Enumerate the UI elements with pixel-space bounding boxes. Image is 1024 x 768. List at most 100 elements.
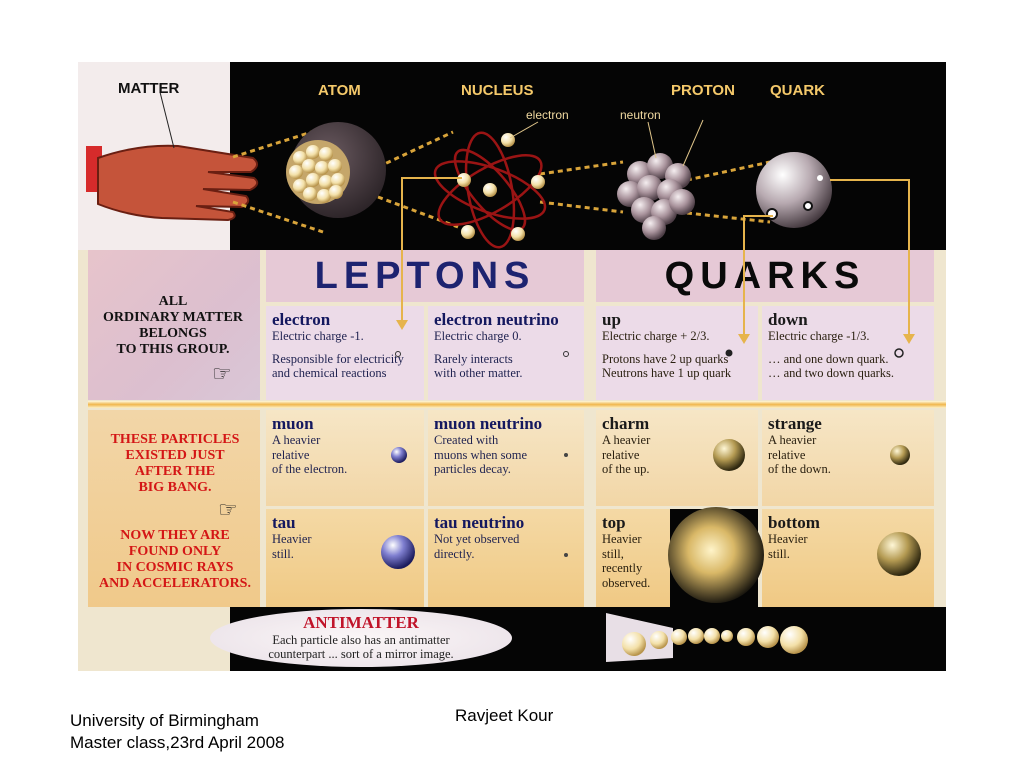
note-line: BELONGS bbox=[139, 326, 207, 341]
note-line: THESE PARTICLES bbox=[110, 432, 240, 447]
cell-tau-neutrino: tau neutrino Not yet observed directly. bbox=[428, 509, 584, 607]
atom-icon bbox=[286, 122, 386, 218]
note-line: ALL bbox=[158, 294, 188, 309]
particle-desc: observed. bbox=[602, 575, 651, 590]
particle-desc: relative bbox=[602, 447, 640, 462]
particle-desc: A heavier bbox=[272, 433, 321, 447]
particle-desc: Neutrons have 1 up quark bbox=[602, 366, 732, 380]
particle-desc: Not yet observed bbox=[434, 532, 520, 546]
particle-desc: of the electron. bbox=[272, 462, 348, 476]
particle-charge: Electric charge + 2/3. bbox=[602, 329, 710, 343]
particle-desc: A heavier bbox=[602, 433, 651, 447]
note-line: AFTER THE bbox=[134, 464, 216, 479]
particle-desc: still. bbox=[768, 546, 790, 561]
quarks-header: QUARKS bbox=[596, 250, 934, 302]
ordinary-matter-note: ALL ORDINARY MATTER BELONGS TO THIS GROU… bbox=[98, 294, 248, 358]
particle-charge: Electric charge 0. bbox=[434, 329, 522, 343]
pointing-hand-icon: ☞ bbox=[218, 497, 238, 522]
charge-markers bbox=[395, 348, 904, 358]
cell-strange: strange A heavier relative of the down. bbox=[762, 410, 934, 506]
zoom-lines bbox=[232, 128, 771, 234]
cell-down: down Electric charge -1/3. … and one dow… bbox=[762, 306, 934, 400]
quark-label: QUARK bbox=[770, 82, 825, 99]
antimatter-box: ANTIMATTER Each particle also has an ant… bbox=[210, 609, 512, 667]
nucleus-icon bbox=[433, 131, 547, 249]
connector-arrows bbox=[401, 177, 910, 338]
particle-name: up bbox=[602, 310, 621, 329]
proton-icon bbox=[617, 153, 695, 240]
electron-label: electron bbox=[526, 108, 569, 122]
footer-author: Ravjeet Kour bbox=[455, 706, 554, 725]
leptons-header: LEPTONS bbox=[266, 250, 584, 302]
particle-name: down bbox=[768, 310, 808, 329]
cell-muon-neutrino: muon neutrino Created with muons when so… bbox=[428, 410, 584, 506]
particle-name: strange bbox=[768, 414, 822, 433]
cosmic-rays-note: NOW THEY ARE FOUND ONLY IN COSMIC RAYS A… bbox=[90, 528, 260, 592]
particle-desc: Heavier bbox=[602, 532, 642, 546]
antimatter-title: ANTIMATTER bbox=[303, 613, 419, 632]
neutrino-dot-icon bbox=[564, 453, 568, 457]
particle-desc: and chemical reactions bbox=[272, 366, 387, 380]
particle-desc: Protons have 2 up quarks bbox=[602, 351, 729, 366]
particle-desc: … and one down quark. bbox=[768, 351, 889, 366]
particle-desc: with other matter. bbox=[434, 366, 523, 380]
strange-sphere-icon bbox=[890, 445, 910, 465]
particle-desc: relative bbox=[272, 447, 310, 462]
note-line: AND ACCELERATORS. bbox=[99, 576, 251, 591]
particle-desc: particles decay. bbox=[434, 462, 511, 476]
muon-sphere-icon bbox=[391, 447, 407, 463]
particle-name: muon neutrino bbox=[434, 414, 543, 433]
particle-desc: recently bbox=[602, 561, 643, 575]
footer-institution: University of Birmingham Master class,23… bbox=[70, 710, 285, 754]
note-line: ORDINARY MATTER bbox=[103, 310, 243, 325]
particle-desc: Heavier bbox=[768, 532, 808, 546]
left-panel-ordinary bbox=[88, 250, 260, 400]
particle-name: electron neutrino bbox=[434, 310, 559, 329]
bottom-sphere-icon bbox=[877, 532, 921, 576]
antimatter-line: Each particle also has an antimatter bbox=[272, 633, 450, 647]
particle-poster: LEPTONS QUARKS electron Electric charge … bbox=[78, 62, 946, 671]
section-divider bbox=[88, 401, 946, 408]
big-bang-note: THESE PARTICLES EXISTED JUST AFTER THE B… bbox=[90, 432, 260, 496]
particle-charge: Electric charge -1. bbox=[272, 329, 364, 343]
particle-desc: … and two down quarks. bbox=[768, 366, 895, 380]
charm-sphere-icon bbox=[713, 439, 745, 471]
particle-desc: of the up. bbox=[602, 462, 650, 476]
particle-desc: relative bbox=[768, 447, 806, 462]
note-line: BIG BANG. bbox=[138, 480, 212, 495]
cell-electron: electron Electric charge -1. Responsible… bbox=[266, 306, 424, 400]
cell-bottom: bottom Heavier still. bbox=[762, 509, 934, 607]
neutron-label: neutron bbox=[620, 108, 661, 122]
top-sphere-icon bbox=[668, 507, 764, 603]
atom-label: ATOM bbox=[318, 82, 361, 99]
particle-name: bottom bbox=[768, 513, 820, 532]
particle-desc: directly. bbox=[434, 546, 475, 561]
particle-desc: Created with bbox=[434, 433, 499, 447]
particle-name: electron bbox=[272, 310, 331, 329]
proton-label: PROTON bbox=[671, 82, 735, 99]
particle-name: tau neutrino bbox=[434, 513, 525, 532]
tau-sphere-icon bbox=[381, 535, 415, 569]
particle-desc: Heavier bbox=[272, 532, 312, 546]
particle-name: top bbox=[602, 513, 626, 532]
particle-charge: Electric charge -1/3. bbox=[768, 329, 870, 343]
particle-name: charm bbox=[602, 414, 650, 433]
institution-name: University of Birmingham bbox=[70, 711, 259, 730]
note-line: FOUND ONLY bbox=[128, 544, 222, 559]
particle-desc: still. bbox=[272, 546, 294, 561]
antimatter-line: counterpart ... sort of a mirror image. bbox=[268, 647, 454, 661]
matter-label: MATTER bbox=[118, 80, 180, 97]
note-line: EXISTED JUST bbox=[125, 448, 225, 463]
hand-icon bbox=[86, 144, 259, 222]
nucleus-particles bbox=[457, 133, 545, 241]
note-line: IN COSMIC RAYS bbox=[116, 560, 234, 575]
particle-desc: Responsible for electricity bbox=[272, 351, 404, 366]
particle-illustrations bbox=[86, 91, 921, 662]
left-panel-bigbang bbox=[88, 410, 260, 607]
event-name: Master class,23rd April 2008 bbox=[70, 733, 285, 752]
nucleus-label: NUCLEUS bbox=[461, 82, 534, 99]
particle-name: muon bbox=[272, 414, 314, 433]
particle-desc: of the down. bbox=[768, 462, 831, 476]
particle-desc: muons when some bbox=[434, 447, 528, 462]
particle-desc: Rarely interacts bbox=[434, 351, 513, 366]
